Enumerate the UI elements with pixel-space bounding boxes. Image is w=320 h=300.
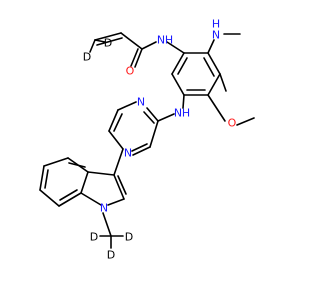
bond-amide-n-ring <box>166 41 185 54</box>
bond-pyr-2 <box>117 101 137 111</box>
bond-ind6-3-inner <box>44 169 49 189</box>
bond-vinyl-double <box>94 32 122 41</box>
atom-label-methoxy-o: O <box>228 117 237 130</box>
chemical-structure-diagram: D D O N H N H O N H N N N D D D <box>39 18 255 262</box>
bond-pyr-3 <box>108 109 119 132</box>
atom-label-cd3-d2: D <box>125 231 133 244</box>
bond-ring-methoxy <box>207 94 226 122</box>
atom-label-methylamino-n: N <box>212 29 220 42</box>
bond-ind5-5 <box>87 171 115 176</box>
bond-ind6-5 <box>58 192 82 207</box>
atom-label-d-vinyl-2: D <box>83 51 91 64</box>
bond-ind6-4 <box>39 189 60 207</box>
bond-pyr-4 <box>108 130 124 150</box>
bond-ring-a-5 <box>171 73 185 96</box>
bond-ring-a-2-inner <box>203 57 215 77</box>
bond-ring-a-6 <box>171 52 185 75</box>
bond-pyr-5-inner <box>131 143 148 152</box>
bond-ring-anilino-n <box>182 94 185 109</box>
atom-label-d-vinyl-1: D <box>104 37 112 50</box>
bond-ring-methylamino <box>207 39 215 54</box>
atom-label-amide-h: H <box>165 34 173 47</box>
bond-ring-methoxy-o <box>219 73 227 92</box>
bond-ind5-1 <box>113 174 125 200</box>
bond-layer <box>39 32 255 249</box>
atom-label-amide-o: O <box>126 65 135 78</box>
bond-pyr-3-inner <box>113 113 123 132</box>
bond-vinyl-d-lower <box>89 39 96 53</box>
bond-carbonyl-amide-n <box>141 41 157 50</box>
bond-carbonyl-inner <box>130 48 139 67</box>
bond-alpha-carbonyl <box>120 32 143 50</box>
atom-label-pyrimidine-n3: N <box>124 147 132 160</box>
bond-ring-a-2 <box>207 52 221 75</box>
bond-pyr-1 <box>146 107 159 122</box>
bond-ind5-4 <box>80 171 89 194</box>
bond-carbonyl <box>134 48 143 68</box>
bond-ring-a-3 <box>207 73 221 96</box>
bond-pyrimidine-indole <box>113 148 124 176</box>
bond-anilino-pyrimidine <box>157 113 175 122</box>
bond-ind6-5-inner <box>59 189 78 201</box>
bond-pyr-1-inner <box>143 111 155 124</box>
atom-label-pyrimidine-n1: N <box>137 96 145 109</box>
atom-label-methylamino-h: H <box>212 18 220 31</box>
bond-ind6-3 <box>39 165 45 191</box>
bond-vinyl-double-inner <box>96 37 123 46</box>
bond-ind5-1-inner <box>117 175 127 195</box>
bond-indole-n-cd3 <box>102 212 112 237</box>
atom-label-cd3-d3: D <box>107 249 115 262</box>
atom-label-amide-n: N <box>157 34 165 47</box>
atom-label-layer: D D O N H N H O N H N N N D D D <box>83 18 237 262</box>
atom-label-cd3-d1: D <box>90 231 98 244</box>
bond-ind6-1-inner <box>68 162 86 168</box>
atom-label-anilino-n: N <box>174 107 182 120</box>
bond-ring-a-6-inner <box>177 57 188 75</box>
atom-label-anilino-h: H <box>182 107 190 120</box>
bond-pyr-5 <box>132 146 151 156</box>
atom-label-indole-n: N <box>100 202 108 215</box>
bond-pyr-6 <box>149 120 159 148</box>
bond-ind6-2 <box>43 157 69 167</box>
bond-ind5-3 <box>80 192 102 206</box>
bond-methoxy-ch3 <box>236 117 255 126</box>
bond-ind5-2 <box>107 198 125 206</box>
